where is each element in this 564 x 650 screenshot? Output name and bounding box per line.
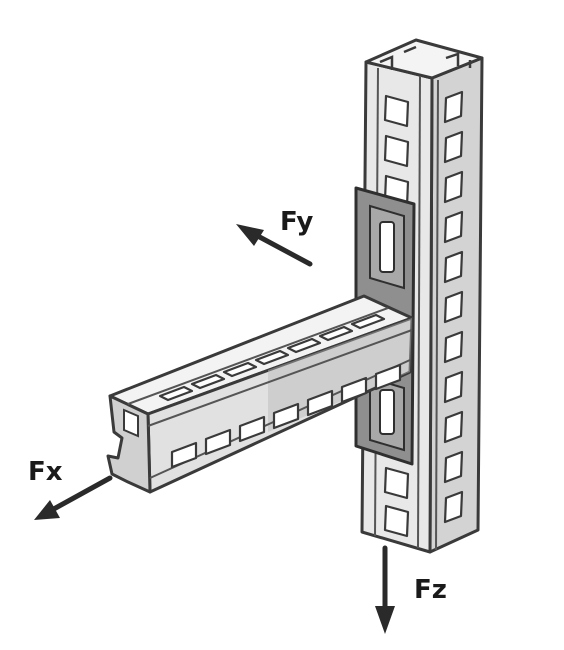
beam-front-slot [238,415,266,443]
beam-front-slot [272,402,300,430]
force-arrow-fz: Fz [375,545,447,634]
beam-top-groove [127,307,389,405]
force-arrow-fx: Fx [28,457,113,520]
fz-label: Fz [414,575,447,605]
column-side-slot [443,90,464,124]
force-arrow-fy: Fy [236,207,313,267]
horizontal-beam [106,294,414,494]
column-side-slot [443,210,464,244]
fy-arrowhead-icon [236,224,264,246]
column-front-slot [383,134,410,168]
beam-top-slots [158,313,386,402]
bracket-slot-lower [379,389,395,435]
column-front-slot [383,94,410,128]
column-side-slot [443,130,464,164]
beam-front-slot [204,428,232,456]
beam-front-slot [170,441,198,469]
column-front-slot [383,466,410,500]
column-side-slot [443,490,464,524]
fx-arrowhead-icon [34,500,60,520]
beam-front-slot [374,363,402,391]
bracket-slot-upper [379,221,395,273]
beam-front-slots [170,363,402,469]
column-front-slot [383,504,410,538]
column-top [364,38,484,80]
beam-top-slot [190,373,226,390]
fx-arrow-shaft [49,475,113,513]
column-side-slot [443,330,464,364]
column-side-slot [443,410,464,444]
column-side-slot [443,290,464,324]
column-front-groove-right [417,75,421,549]
beam-top-slot [318,325,354,342]
fy-label: Fy [280,207,313,237]
beam-front-slot [340,376,368,404]
beam-top-slot [222,361,258,378]
column-front-slots [383,94,410,538]
beam-top-slot [286,337,322,354]
fz-arrowhead-icon [375,606,395,634]
column-side-slots [443,90,464,524]
fx-label: Fx [28,457,63,487]
fy-arrow-shaft [251,231,313,267]
column-side-slot [443,450,464,484]
column-side-groove [435,79,439,551]
column-top-lips [379,45,472,70]
beam-front-groove-upper [147,329,413,427]
column-side-slot [443,370,464,404]
beam-top-slot [350,313,386,330]
beam-end-lip [123,408,139,438]
column-side-slot [443,250,464,284]
beam-bracket-overlap [268,318,412,432]
column-side-slot [443,170,464,204]
beam-front-slot [306,389,334,417]
beam-end-face [106,394,152,494]
beam-top-slot [254,349,290,366]
beam-top-slot [158,385,194,402]
